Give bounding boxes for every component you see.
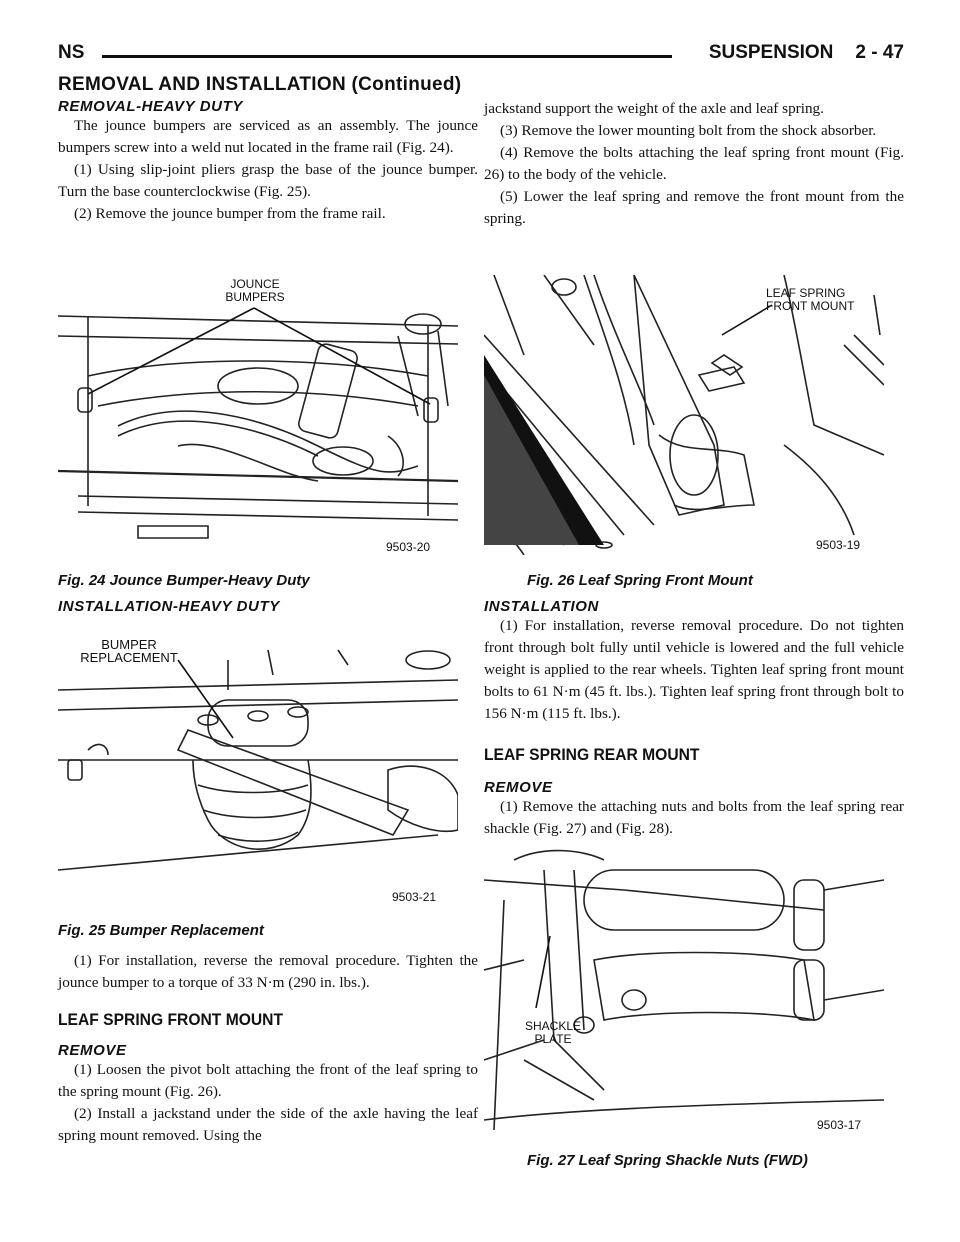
callout-line: SHACKLE [524, 1019, 582, 1033]
fig26-number: 9503-19 [816, 538, 861, 552]
figure-24-illustration [58, 276, 458, 546]
figure-27-illustration [484, 840, 884, 1140]
fig24-caption: Fig. 24 Jounce Bumper-Heavy Duty [58, 572, 310, 589]
callout-line: JOUNCE [230, 277, 280, 291]
remove-heading: REMOVE [58, 1042, 127, 1059]
fig25-caption: Fig. 25 Bumper Replacement [58, 922, 264, 939]
fig24-callout-jounce-bumpers: JOUNCE BUMPERS [205, 278, 305, 304]
callout-line: BUMPER [101, 637, 157, 652]
right-column-middle: INSTALLATION (1) For installation, rever… [484, 598, 904, 840]
paragraph: jackstand support the weight of the axle… [484, 100, 824, 117]
paragraph: (2) Install a jackstand under the side o… [58, 1105, 478, 1144]
callout-line: BUMPERS [225, 290, 285, 304]
fig24-number: 9503-20 [386, 540, 431, 554]
paragraph: (3) Remove the lower mounting bolt from … [500, 122, 877, 139]
header-page-number: 2 - 47 [855, 42, 904, 63]
leaf-spring-rear-mount-heading: LEAF SPRING REAR MOUNT [484, 745, 700, 764]
paragraph: (2) Remove the jounce bumper from the fr… [74, 205, 386, 222]
right-column-top: jackstand support the weight of the axle… [484, 98, 904, 230]
callout-line: REPLACEMENT [80, 650, 178, 665]
fig26-callout-leaf-spring-front-mount: LEAF SPRING FRONT MOUNT [766, 287, 876, 313]
leaf-spring-front-mount-heading: LEAF SPRING FRONT MOUNT [58, 1010, 284, 1029]
page-header: NS SUSPENSION 2 - 47 [58, 42, 904, 66]
removal-heavy-duty-heading: REMOVAL-HEAVY DUTY [58, 98, 243, 115]
fig25-number: 9503-21 [392, 890, 437, 904]
callout-line: FRONT MOUNT [766, 299, 855, 313]
figure-26-illustration [484, 275, 884, 555]
left-column-bottom: (1) For installation, reverse the remova… [58, 950, 478, 1147]
fig27-number: 9503-17 [817, 1118, 862, 1132]
left-column-top: REMOVAL-HEAVY DUTY The jounce bumpers ar… [58, 98, 478, 225]
fig26-caption: Fig. 26 Leaf Spring Front Mount [527, 572, 753, 589]
installation-heading: INSTALLATION [484, 598, 599, 615]
fig25-callout-bumper-replacement: BUMPER REPLACEMENT [74, 638, 184, 664]
header-rule [102, 55, 672, 58]
remove-heading: REMOVE [484, 779, 553, 796]
section-title: REMOVAL AND INSTALLATION (Continued) [58, 74, 462, 95]
paragraph: (1) For installation, reverse removal pr… [484, 617, 904, 722]
paragraph: (1) Remove the attaching nuts and bolts … [484, 798, 904, 837]
paragraph: (1) Loosen the pivot bolt attaching the … [58, 1061, 478, 1100]
paragraph: (4) Remove the bolts attaching the leaf … [484, 144, 904, 183]
paragraph: The jounce bumpers are serviced as an as… [58, 117, 478, 156]
paragraph: (1) For installation, reverse the remova… [58, 952, 478, 991]
installation-heavy-duty-heading: INSTALLATION-HEAVY DUTY [58, 598, 280, 615]
figure-25-illustration [58, 620, 458, 895]
fig27-callout-shackle-plate: SHACKLE PLATE [518, 1020, 588, 1046]
paragraph: (5) Lower the leaf spring and remove the… [484, 188, 904, 227]
paragraph: (1) Using slip-joint pliers grasp the ba… [58, 161, 478, 200]
callout-line: PLATE [534, 1032, 572, 1046]
header-right: SUSPENSION 2 - 47 [709, 42, 904, 64]
header-vehicle-code: NS [58, 42, 85, 63]
callout-line: LEAF SPRING [766, 286, 846, 300]
fig27-caption: Fig. 27 Leaf Spring Shackle Nuts (FWD) [527, 1152, 808, 1169]
header-section: SUSPENSION [708, 42, 834, 63]
